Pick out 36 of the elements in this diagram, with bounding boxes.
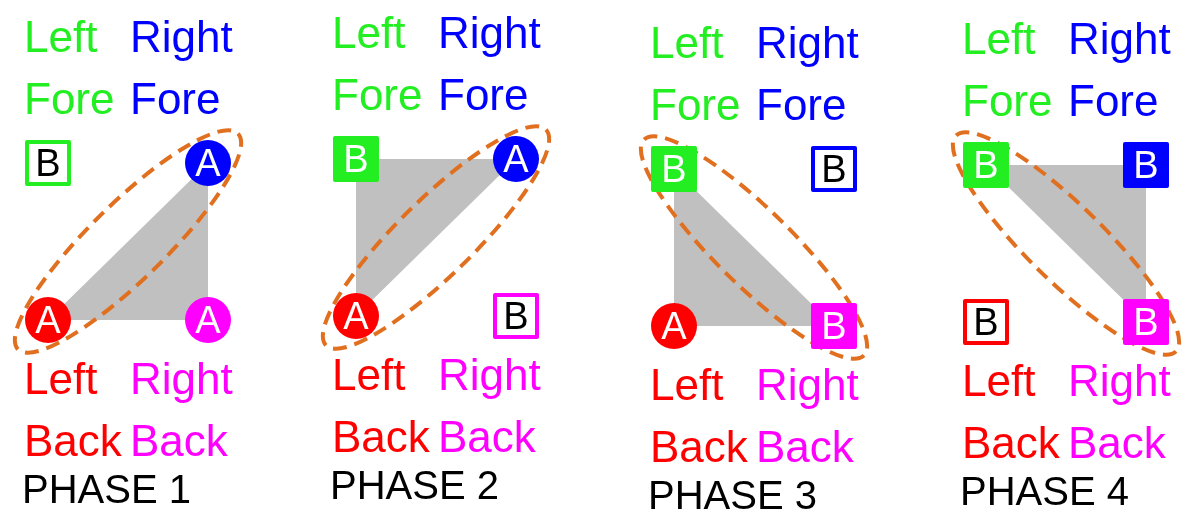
leg-label: Left Fore xyxy=(650,17,742,131)
phase-label: PHASE 3 xyxy=(648,472,817,513)
foot-circle: A xyxy=(25,297,71,343)
foot-square: B xyxy=(811,146,857,192)
foot-square: B xyxy=(25,140,71,186)
foot-square: B xyxy=(1123,299,1169,345)
leg-label: Left Fore xyxy=(962,13,1054,127)
leg-label: Right Fore xyxy=(130,11,234,125)
foot-circle: A xyxy=(493,136,539,182)
foot-square: B xyxy=(651,146,697,192)
phase-label: PHASE 4 xyxy=(960,468,1129,513)
foot-square: B xyxy=(333,136,379,182)
foot-circle: A xyxy=(185,140,231,186)
leg-label: Right Fore xyxy=(438,7,542,121)
foot-square: B xyxy=(811,303,857,349)
leg-label: Left Back xyxy=(650,359,749,473)
leg-label: Right Back xyxy=(1068,355,1172,469)
leg-label: Left Back xyxy=(24,353,123,467)
leg-label: Right Fore xyxy=(1068,13,1172,127)
leg-label: Right Back xyxy=(756,359,860,473)
foot-circle: A xyxy=(651,303,697,349)
leg-label: Right Fore xyxy=(756,17,860,131)
leg-label: Left Fore xyxy=(332,7,424,121)
foot-square: B xyxy=(493,293,539,339)
leg-label: Left Back xyxy=(332,349,431,463)
foot-square: B xyxy=(963,299,1009,345)
phase-label: PHASE 2 xyxy=(330,462,499,508)
leg-label: Right Back xyxy=(130,353,234,467)
phase-label: PHASE 1 xyxy=(22,466,191,512)
foot-square: B xyxy=(1123,142,1169,188)
leg-label: Left Fore xyxy=(24,11,116,125)
foot-circle: A xyxy=(333,293,379,339)
leg-label: Left Back xyxy=(962,355,1061,469)
foot-square: B xyxy=(963,142,1009,188)
leg-label: Right Back xyxy=(438,349,542,463)
foot-circle: A xyxy=(185,297,231,343)
